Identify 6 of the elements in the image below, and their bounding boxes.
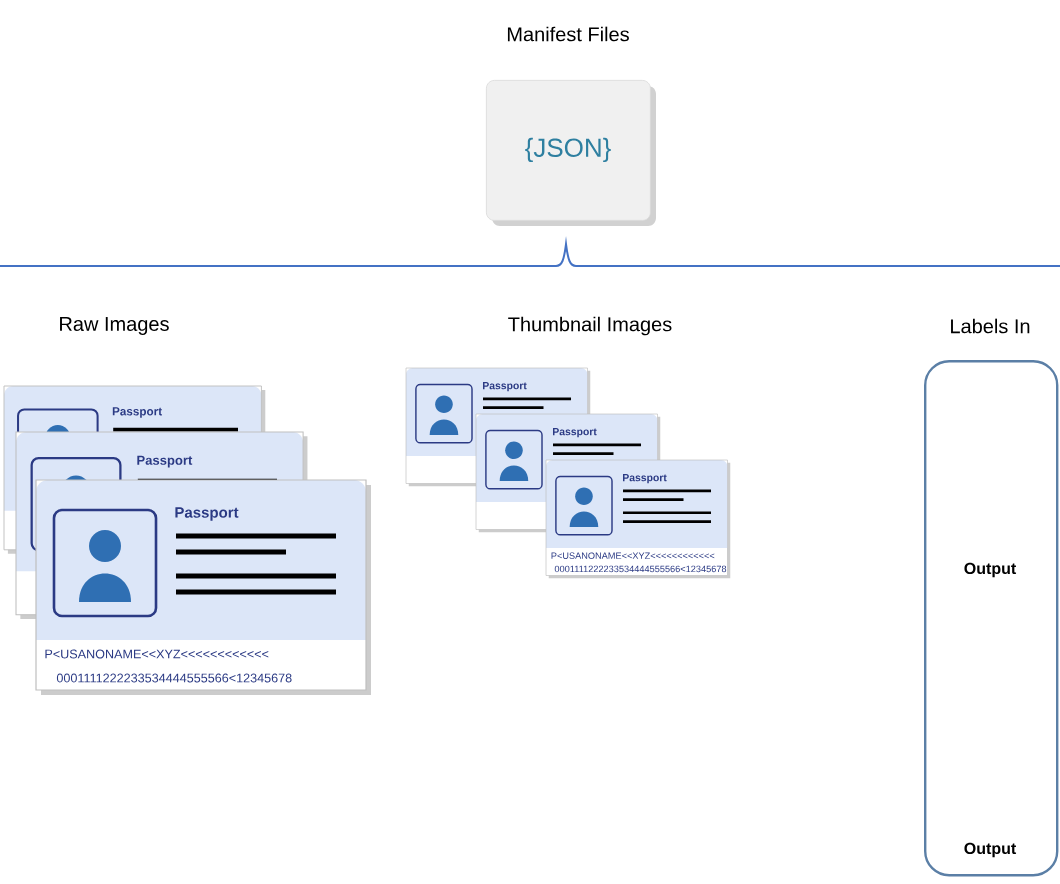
- section-heading: Output: [964, 842, 1017, 858]
- section-heading: Thumbnail Images: [508, 316, 672, 336]
- section-heading: Labels In: [951, 318, 1030, 334]
- section-heading: Output: [964, 562, 1017, 578]
- section-heading: Manifest Files: [507, 26, 629, 42]
- section-heading: Raw Images: [60, 317, 169, 335]
